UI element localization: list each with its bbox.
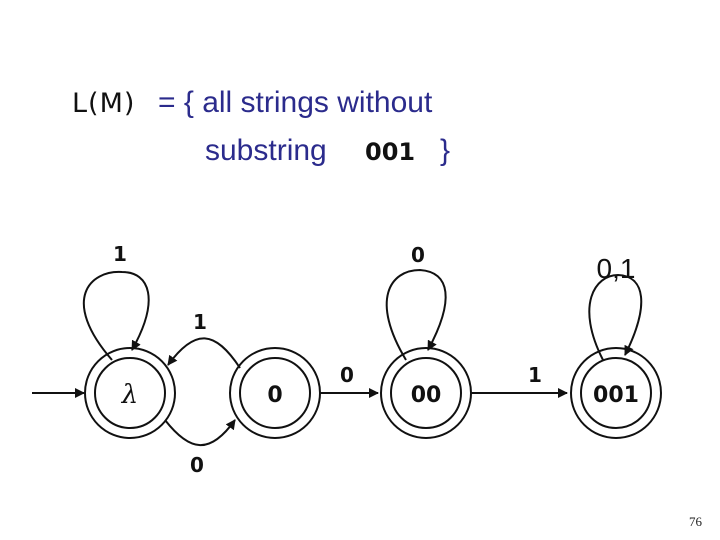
edge-lambda-to-0-label: 0 (190, 453, 204, 477)
state-00-label: 00 (411, 383, 442, 408)
loop-lambda-label: 1 (113, 242, 127, 266)
definition-line-2: substring (205, 134, 327, 167)
state-lambda-label: λ (121, 380, 138, 410)
state-001-label: 001 (593, 383, 639, 408)
state-0: 0 (229, 347, 321, 439)
loop-00-edge (385, 268, 447, 361)
edge-0-to-00-label: 0 (340, 363, 354, 387)
forbidden-substring: 001 (365, 138, 416, 166)
edge-0-to-lambda-label: 1 (193, 310, 207, 334)
loop-lambda-edge (82, 270, 150, 361)
closing-brace: } (440, 134, 451, 167)
edge-0-to-lambda (167, 337, 241, 369)
definition-line-1: = { all strings without (158, 86, 433, 119)
loop-001-label: 0,1 (597, 253, 636, 284)
state-lambda: λ (84, 347, 176, 439)
state-00: 00 (380, 347, 472, 439)
loop-00-label: 0 (411, 243, 425, 267)
loop-001-edge (588, 273, 643, 361)
edge-lambda-to-0 (164, 419, 236, 447)
page-number: 76 (689, 514, 702, 529)
state-001: 001 (570, 347, 662, 439)
state-0-label: 0 (267, 383, 282, 408)
language-lhs: L(M) (72, 88, 136, 119)
edge-00-to-001-label: 1 (528, 363, 542, 387)
